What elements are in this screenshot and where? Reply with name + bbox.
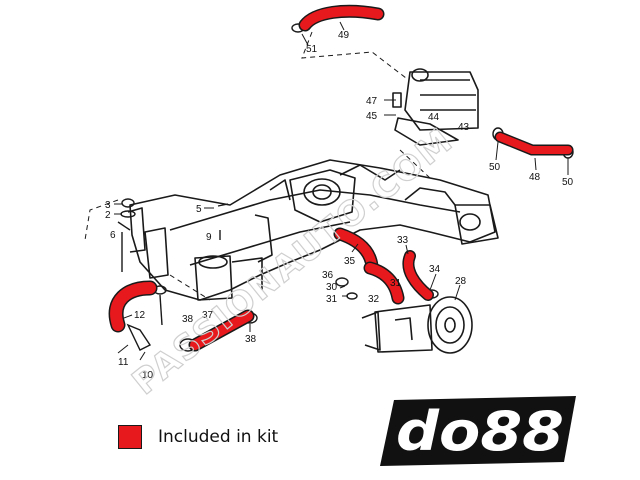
part-label-28: 28 [455, 276, 467, 287]
part-label-49: 49 [338, 30, 350, 41]
legend: Included in kit [118, 425, 278, 449]
part-label-32: 32 [368, 294, 380, 305]
part-label-48: 48 [529, 172, 541, 183]
hose-33 [402, 250, 434, 301]
hose-37 [188, 309, 255, 352]
intake-manifold [127, 159, 499, 301]
part-label-43: 43 [458, 122, 470, 133]
part-label-38-left: 38 [182, 314, 194, 325]
hose-31 [363, 261, 405, 305]
part-label-9: 9 [206, 232, 212, 243]
part-label-34: 34 [429, 264, 441, 275]
part-label-30: 30 [326, 282, 338, 293]
part-label-6: 6 [110, 230, 116, 241]
part-labels: 51 49 47 45 44 43 50 48 50 3 2 6 5 9 35 … [105, 30, 574, 381]
legend-swatch [118, 425, 142, 449]
part-label-36: 36 [322, 270, 334, 281]
part-label-31-lower: 31 [326, 294, 338, 305]
part-label-11: 11 [118, 357, 129, 368]
hardware [117, 23, 574, 352]
do88-logo: do88 [380, 396, 576, 466]
part-label-2: 2 [105, 210, 111, 221]
part-label-38-right: 38 [245, 334, 257, 345]
water-pump [361, 296, 473, 354]
auxiliary-valve [392, 68, 479, 146]
part-label-50-lower: 50 [562, 177, 574, 188]
part-label-12: 12 [134, 310, 146, 321]
part-label-5: 5 [196, 204, 202, 215]
part-label-50-upper: 50 [489, 162, 501, 173]
leader-lines [114, 21, 569, 361]
part-label-3: 3 [105, 200, 111, 211]
logo-text: do88 [396, 400, 564, 463]
kit-hoses [108, 4, 574, 352]
hose-12 [108, 280, 158, 333]
part-label-47: 47 [366, 96, 378, 107]
reference-lines [84, 31, 431, 301]
part-label-31-upper: 31 [390, 278, 402, 289]
part-label-33: 33 [397, 235, 409, 246]
hose-49 [298, 4, 385, 32]
hose-48 [494, 131, 574, 156]
part-label-44: 44 [428, 112, 440, 123]
part-label-35: 35 [344, 256, 356, 267]
legend-label: Included in kit [158, 427, 279, 447]
part-label-10: 10 [142, 370, 154, 381]
part-label-51: 51 [306, 44, 318, 55]
part-label-45: 45 [366, 111, 378, 122]
part-label-37: 37 [202, 310, 214, 321]
